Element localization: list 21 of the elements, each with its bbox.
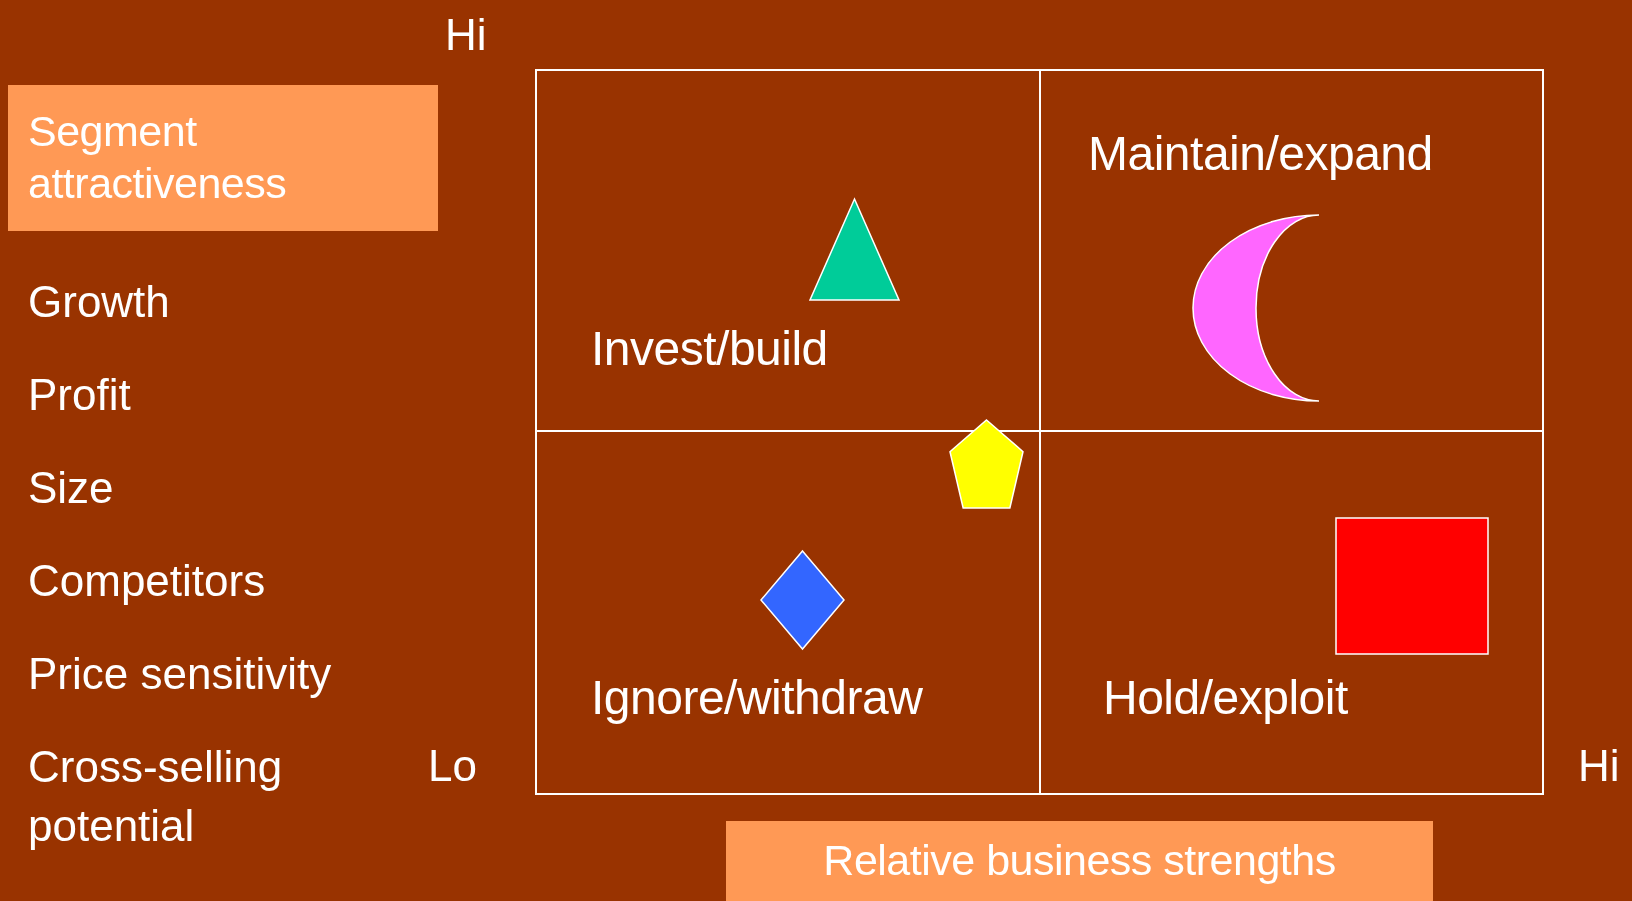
quadrant-label: Invest/build <box>591 321 828 376</box>
matrix-quadrant <box>535 69 1041 432</box>
axis-label: Hi <box>1578 740 1620 792</box>
quadrant-label: Hold/exploit <box>1103 670 1348 725</box>
axis-label: Growth <box>28 276 170 328</box>
matrix-quadrant <box>1039 69 1544 432</box>
matrix-quadrant <box>1039 430 1544 795</box>
axis-label: Hi <box>445 9 487 61</box>
axis-title-box <box>726 821 1433 901</box>
quadrant-label: Maintain/expand <box>1088 126 1433 181</box>
axis-title: Relative business strengths <box>823 835 1336 887</box>
matrix-quadrant <box>535 430 1041 795</box>
axis-label: Competitors <box>28 555 266 607</box>
axis-title: Segment attractiveness <box>28 106 288 209</box>
axis-label: Cross-selling potential <box>28 741 284 853</box>
axis-label: Lo <box>428 740 477 792</box>
quadrant-label: Ignore/withdraw <box>591 670 923 725</box>
axis-label: Price sensitivity <box>28 648 332 700</box>
axis-title-box <box>8 85 438 231</box>
axis-label: Size <box>28 462 114 514</box>
axis-label: Profit <box>28 369 131 421</box>
